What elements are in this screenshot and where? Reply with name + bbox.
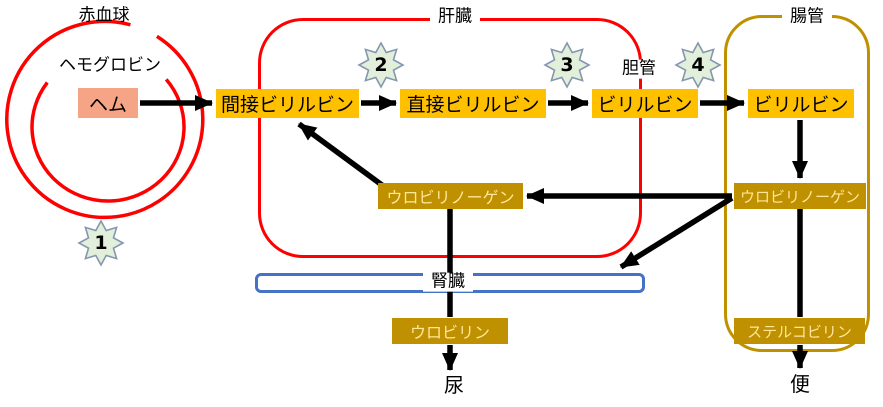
node-bilirubin-intestine-label: ビリルビン — [753, 94, 849, 116]
red-cell-outer-circle — [5, 19, 205, 220]
arrow-liver-urobilinogen-to-indirect — [297, 121, 388, 191]
node-direct-bilirubin-label: 直接ビリルビン — [406, 94, 540, 116]
node-stercobilin: ステルコビリン — [734, 318, 865, 344]
starburst-icon — [674, 41, 722, 89]
red-cell-inner-circle — [30, 78, 186, 203]
node-urobilinogen-liver: ウロビリノーゲン — [378, 183, 523, 209]
node-bilirubin-bile-duct-label: ビリルビン — [597, 94, 693, 116]
step-badge-3-number: 3 — [560, 54, 574, 76]
node-indirect-bilirubin: 間接ビリルビン — [216, 89, 359, 118]
intestine-label: 腸管 — [782, 7, 832, 27]
step-badge-1: 1 — [77, 219, 125, 267]
node-urobilinogen-intestine-label: ウロビリノーゲン — [739, 187, 860, 206]
node-bilirubin-intestine: ビリルビン — [748, 89, 854, 118]
flow-arrows — [140, 95, 808, 371]
node-heme-label: ヘム — [88, 93, 127, 116]
node-urobilinogen-intestine: ウロビリノーゲン — [734, 183, 866, 209]
node-bilirubin-bile-duct: ビリルビン — [592, 89, 698, 118]
step-badge-4-number: 4 — [691, 54, 705, 76]
arrow-intestine-urobilinogen-to-kidney — [619, 195, 734, 270]
red-blood-cell-outline — [5, 19, 205, 220]
hemoglobin-label: ヘモグロビン — [59, 55, 161, 76]
red-blood-cell-label: 赤血球 — [78, 5, 130, 26]
node-indirect-bilirubin-label: 間接ビリルビン — [220, 94, 354, 116]
bile-duct-label: 胆管 — [614, 59, 664, 79]
kidney-label: 腎臓 — [423, 272, 473, 292]
step-badge-2-number: 2 — [374, 54, 388, 76]
node-direct-bilirubin: 直接ビリルビン — [400, 89, 546, 118]
liver-label: 肝臓 — [430, 7, 480, 27]
step-badge-1-number: 1 — [94, 232, 108, 254]
node-stercobilin-label: ステルコビリン — [747, 322, 852, 341]
step-badge-3: 3 — [543, 41, 591, 89]
node-urobilin: ウロビリン — [392, 318, 508, 344]
node-urobilinogen-liver-label: ウロビリノーゲン — [386, 188, 515, 207]
starburst-icon — [77, 219, 125, 267]
node-heme: ヘム — [78, 88, 138, 118]
step-badge-2: 2 — [357, 41, 405, 89]
starburst-icon — [543, 41, 591, 89]
node-urobilin-label: ウロビリン — [409, 323, 490, 342]
feces-label: 便 — [790, 372, 810, 396]
urine-label: 尿 — [444, 373, 464, 397]
step-badge-4: 4 — [674, 41, 722, 89]
starburst-icon — [357, 41, 405, 89]
